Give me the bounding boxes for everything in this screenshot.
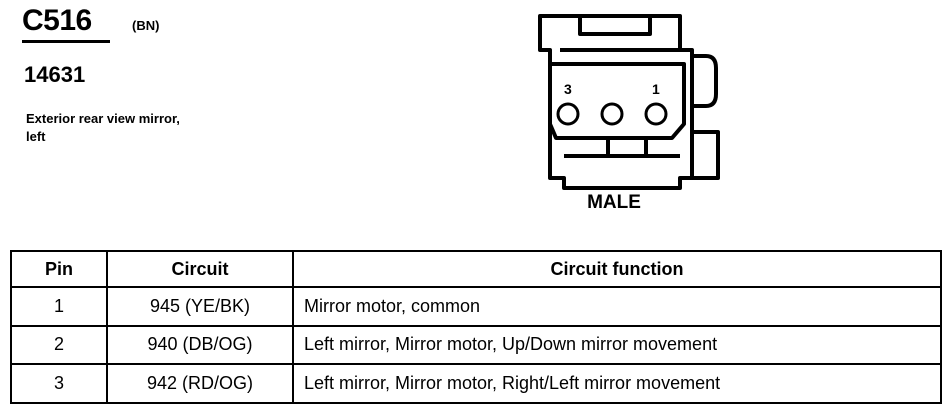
connector-id: C516 [22, 4, 92, 37]
table-row: 3 942 (RD/OG) Left mirror, Mirror motor,… [10, 363, 942, 404]
part-number: 14631 [24, 62, 86, 87]
function-cell: Left mirror, Mirror motor, Right/Left mi… [292, 363, 942, 404]
table-row: 2 940 (DB/OG) Left mirror, Mirror motor,… [10, 324, 942, 366]
pin-cell: 3 [10, 363, 108, 404]
pin-cavity-1 [644, 102, 668, 126]
pinout-table: Pin Circuit Circuit function 1 945 (YE/B… [10, 250, 942, 404]
circuit-cell: 942 (RD/OG) [106, 363, 294, 404]
table-row: 1 945 (YE/BK) Mirror motor, common [10, 286, 942, 327]
connector-description: Exterior rear view mirror, left [26, 111, 180, 144]
connector-housing [538, 14, 694, 190]
connector-face-diagram: 3 1 [538, 14, 720, 190]
connector-gender-label: MALE [587, 192, 641, 213]
pin-cavity-3 [556, 102, 580, 126]
pin-cell: 1 [10, 286, 108, 327]
function-cell: Mirror motor, common [292, 286, 942, 327]
circuit-cell: 940 (DB/OG) [106, 324, 294, 366]
side-clip [692, 54, 718, 108]
header-circuit-function: Circuit function [292, 250, 942, 288]
pin-cell: 2 [10, 324, 108, 366]
keyway [606, 138, 648, 158]
table-header-row: Pin Circuit Circuit function [10, 250, 942, 288]
circuit-cell: 945 (YE/BK) [106, 286, 294, 327]
pin-label-1: 1 [652, 81, 660, 97]
pin-cavity-2 [600, 102, 624, 126]
function-cell: Left mirror, Mirror motor, Up/Down mirro… [292, 324, 942, 366]
header-circuit: Circuit [106, 250, 294, 288]
pin-label-3: 3 [564, 81, 572, 97]
color-code: (BN) [132, 18, 160, 33]
latch-tab [578, 16, 652, 36]
connector-id-underline [22, 40, 110, 43]
connector-cavity [548, 62, 686, 140]
header-pin: Pin [10, 250, 108, 288]
